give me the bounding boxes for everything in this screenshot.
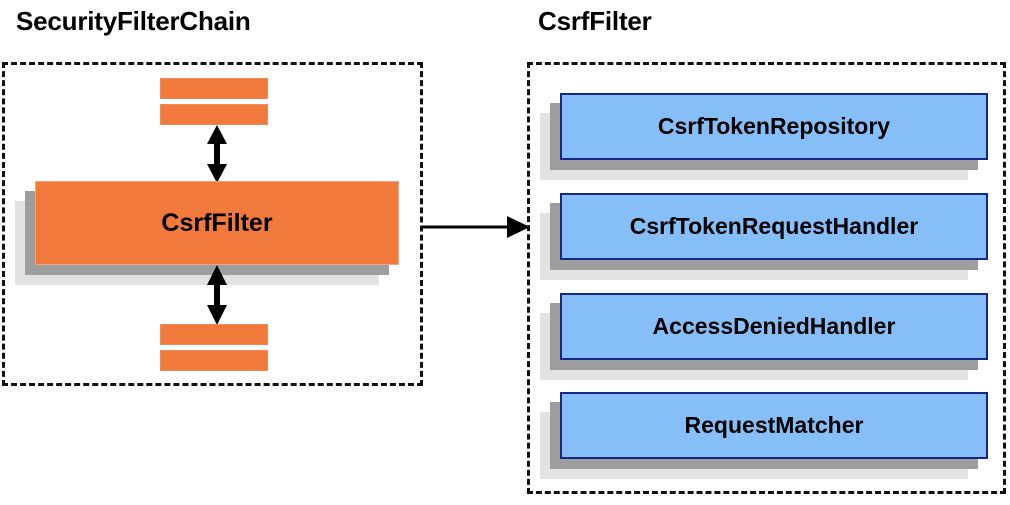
component-label: CsrfTokenRequestHandler — [629, 213, 919, 239]
panel-csrf-filter — [527, 62, 1006, 494]
filter-bar-top-2 — [160, 104, 268, 125]
component-label: RequestMatcher — [684, 412, 864, 438]
component-block-csrf-token-repository: CsrfTokenRepository — [540, 93, 988, 180]
component-label: CsrfTokenRepository — [657, 113, 891, 139]
panel-security-filter-chain — [2, 62, 423, 386]
component-face: CsrfTokenRequestHandler — [560, 193, 988, 260]
csrf-filter-label: CsrfFilter — [161, 208, 273, 237]
panel-title-csrf-filter: CsrfFilter — [538, 6, 652, 36]
component-label: AccessDeniedHandler — [652, 313, 896, 339]
csrf-filter-face: CsrfFilter — [35, 181, 399, 265]
csrf-filter-block: CsrfFilter — [15, 181, 399, 285]
component-block-access-denied-handler: AccessDeniedHandler — [540, 293, 988, 380]
component-block-request-matcher: RequestMatcher — [540, 392, 988, 479]
component-face: AccessDeniedHandler — [560, 293, 988, 360]
component-face: RequestMatcher — [560, 392, 988, 459]
filter-bar-bottom-1 — [160, 324, 268, 345]
component-face: CsrfTokenRepository — [560, 93, 988, 160]
filter-bar-top-1 — [160, 78, 268, 99]
component-block-csrf-token-request-handler: CsrfTokenRequestHandler — [540, 193, 988, 280]
panel-title-security-filter-chain: SecurityFilterChain — [16, 6, 251, 36]
double-arrow-up-icon — [206, 125, 228, 183]
filter-bar-bottom-2 — [160, 350, 268, 371]
connector-arrow-right-icon — [421, 214, 531, 240]
double-arrow-down-icon — [206, 265, 228, 325]
